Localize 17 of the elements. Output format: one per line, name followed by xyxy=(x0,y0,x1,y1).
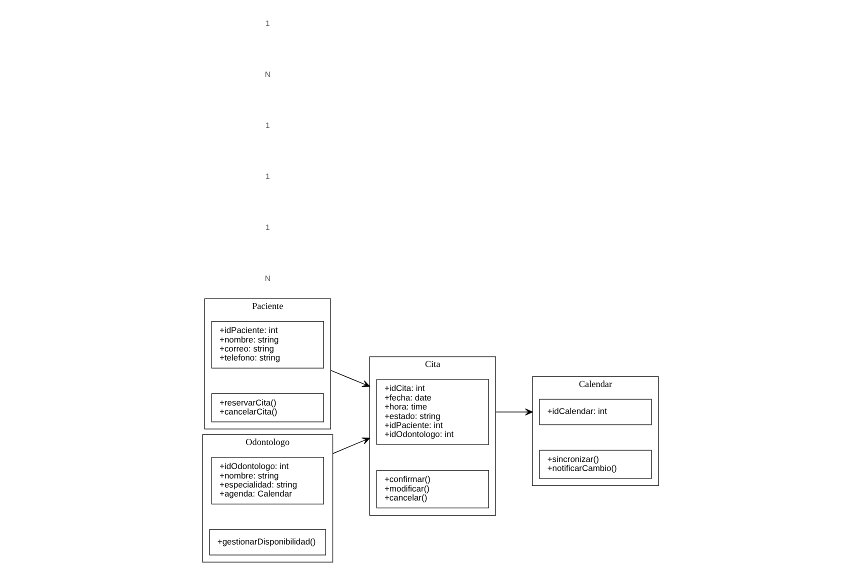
label: N xyxy=(264,274,270,283)
label: 1 xyxy=(265,222,270,232)
arrow xyxy=(495,408,533,416)
label: 1 xyxy=(265,18,270,28)
label: N xyxy=(264,70,270,79)
node-box: +sincronizar() +notificarCambio() xyxy=(539,450,652,479)
arrow xyxy=(332,438,370,454)
label: 1 xyxy=(265,172,270,181)
node-box: +idCita: int +fecha: date +hora: time +estado: string +idPaciente: int +idOdontologo: int xyxy=(376,379,489,445)
node-box: +gestionarDisponibilidad() xyxy=(209,529,326,556)
node-box: +idOdontologo: int +nombre: string +especialidad: string +agenda: Calendar xyxy=(211,456,324,504)
node-box: +idCalendar: int xyxy=(539,398,652,426)
node-box: +idPaciente: int +nombre: string +correo: string +telefono: string xyxy=(211,321,324,368)
label: 1 xyxy=(265,120,270,130)
arrow xyxy=(330,370,370,387)
node-box: +reservarCita() +cancelarCita() xyxy=(211,393,324,422)
node-box: +confirmar() +modificar() +cancelar() xyxy=(376,470,489,508)
